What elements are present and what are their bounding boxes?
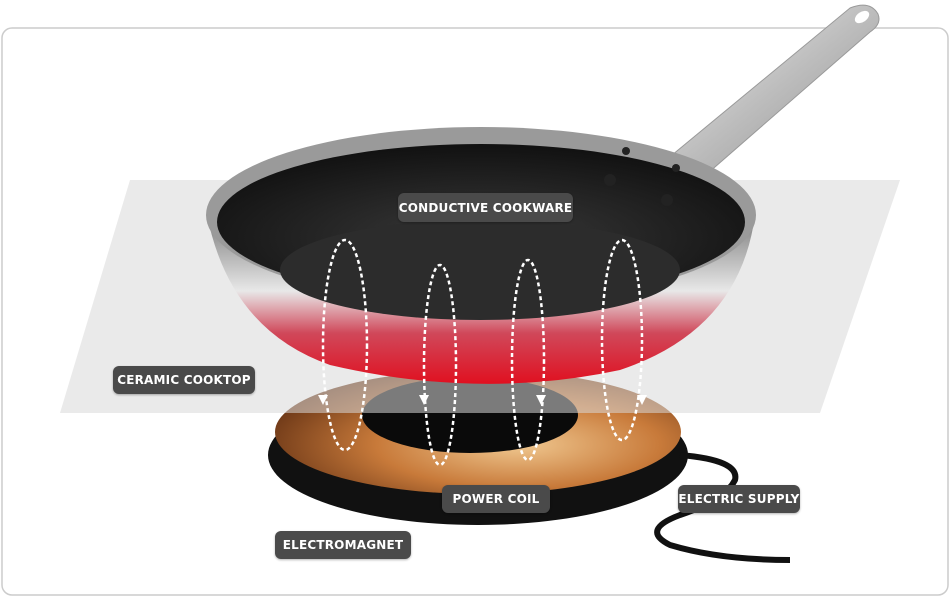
handle-hole	[854, 10, 870, 24]
pan-handle	[659, 4, 880, 181]
rivet	[661, 194, 673, 206]
label-electromagnet: ELECTROMAGNET	[275, 531, 411, 559]
electric-cable	[654, 452, 791, 563]
field-arrows	[318, 395, 647, 405]
rivet	[672, 164, 680, 172]
label-power-coil: POWER COIL	[442, 485, 550, 513]
label-conductive-cookware: CONDUCTIVE COOKWARE	[398, 193, 573, 222]
pan-floor	[280, 220, 680, 320]
rivet	[622, 147, 630, 155]
label-electric-supply: ELECTRIC SUPPLY	[678, 485, 800, 513]
magnetic-field-loops	[321, 238, 644, 467]
rivet	[604, 174, 616, 186]
label-ceramic-cooktop: CERAMIC COOKTOP	[113, 366, 255, 394]
